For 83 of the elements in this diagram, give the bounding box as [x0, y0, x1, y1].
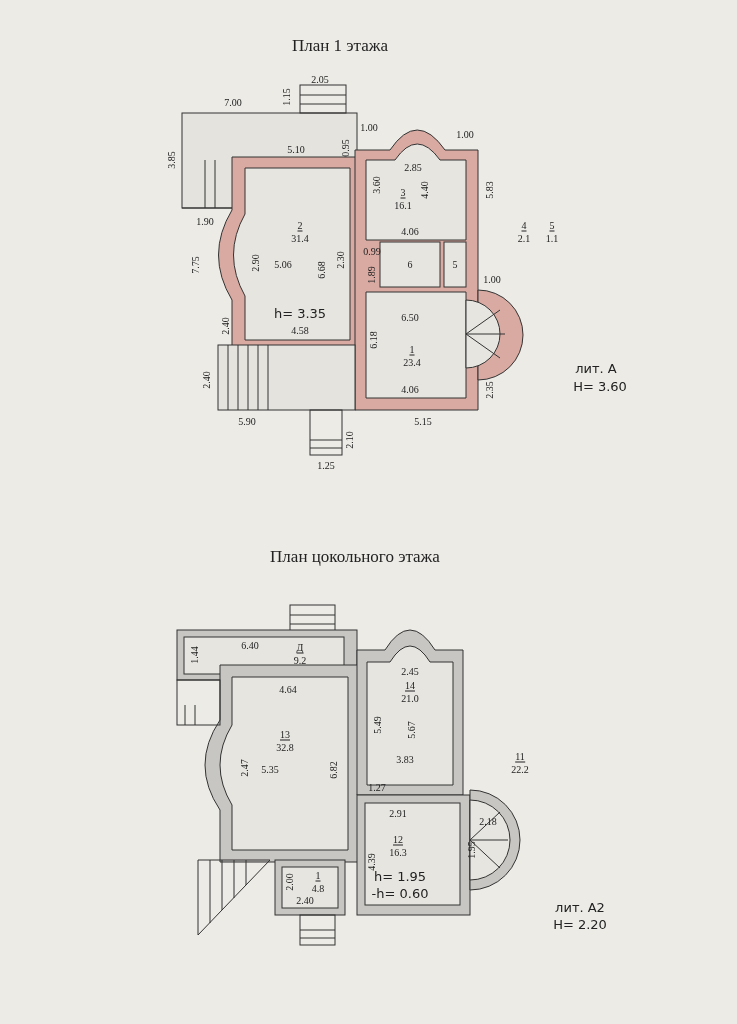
dimension-label: 5.49: [373, 716, 383, 734]
dimension-label: 5.83: [485, 181, 495, 199]
dimension-label: 2.18: [479, 817, 497, 827]
room-number: 1: [409, 344, 415, 356]
dimension-label: 1.95: [467, 841, 477, 859]
dimension-label: 2.90: [251, 254, 261, 272]
dimension-label: 2.47: [240, 759, 250, 777]
plan-title: План 1 этажа: [291, 36, 389, 54]
dimension-label: 1.89: [367, 266, 377, 284]
room-number: 11: [515, 751, 525, 763]
dimension-label: 5.35: [261, 765, 279, 775]
dimension-label: 0.99: [363, 247, 381, 257]
dimension-label: 6.82: [329, 761, 339, 779]
dimension-label: 2.30: [336, 251, 346, 269]
dimension-label: 4.06: [401, 385, 419, 395]
dimension-label: 3.83: [396, 755, 414, 765]
dimension-label: 6.40: [241, 641, 259, 651]
room-number: 14: [405, 680, 415, 692]
room-area: 4.8: [311, 884, 325, 894]
room-number: 12: [393, 834, 403, 846]
room-number: 5: [549, 220, 555, 232]
dimension-label: 5.67: [407, 721, 417, 739]
dimension-label: 2.40: [296, 896, 314, 906]
room-number: 2: [297, 220, 303, 232]
dimension-label: 5.90: [238, 417, 256, 427]
dimension-label: 1.25: [317, 461, 335, 471]
room-area: 16.3: [389, 848, 407, 858]
dimension-label: 2.10: [345, 431, 355, 449]
dimension-label: 4.64: [279, 685, 297, 695]
dimension-label: 6.50: [401, 313, 419, 323]
dimension-label: 2.35: [485, 381, 495, 399]
dimension-label: 2.45: [401, 667, 419, 677]
dimension-label: 1.44: [190, 646, 200, 664]
dimension-label: 1.00: [483, 275, 501, 285]
plan-title: План цокольного этажа: [270, 547, 440, 565]
dimension-label: 0.95: [341, 139, 351, 157]
dimension-label: 4.58: [291, 326, 309, 336]
dimension-label: 2.05: [311, 75, 329, 85]
dimension-label: 7.00: [224, 98, 242, 108]
dimension-label: 5.06: [274, 260, 292, 270]
dimension-label: 3.85: [167, 151, 177, 169]
room-number: 3: [400, 187, 406, 199]
dimension-label: 3.60: [372, 176, 382, 194]
room-area: 9.2: [293, 656, 307, 666]
dimension-label: 7.75: [191, 256, 201, 274]
room-area: 1.1: [545, 234, 559, 244]
height-note: h= 1.95: [373, 869, 427, 883]
dimension-label: 2.00: [285, 873, 295, 891]
dimension-label: 4.06: [401, 227, 419, 237]
room-number: 13: [280, 729, 290, 741]
building-note: лит. А2: [555, 900, 605, 914]
height-note: -h= 0.60: [371, 886, 429, 900]
room-area: 32.8: [276, 743, 294, 753]
dimension-label: 1.00: [456, 130, 474, 140]
dimension-label: 6.18: [369, 331, 379, 349]
dimension-label: 1.27: [368, 783, 386, 793]
building-note: H= 3.60: [573, 379, 627, 393]
room-number: 5: [452, 260, 458, 270]
room-area: 16.1: [394, 201, 412, 211]
dimension-label: 5.10: [287, 145, 305, 155]
building-note: лит. А: [575, 361, 617, 375]
room-area: 21.0: [401, 694, 419, 704]
room-area: 2.1: [517, 234, 531, 244]
dimension-label: 1.00: [360, 123, 378, 133]
dimension-label: 4.40: [420, 181, 430, 199]
room-number: 1: [315, 870, 321, 882]
room-area: 31.4: [291, 234, 309, 244]
dimension-label: 2.85: [404, 163, 422, 173]
dimension-label: 1.15: [282, 88, 292, 106]
dimension-label: 2.91: [389, 809, 407, 819]
dimension-label: 2.40: [202, 371, 212, 389]
room-number: Д: [296, 642, 304, 654]
dimension-label: 1.90: [196, 217, 214, 227]
room-area: 23.4: [403, 358, 421, 368]
height-note: h= 3.35: [273, 306, 327, 320]
building-note: H= 2.20: [553, 917, 607, 931]
room-number: 6: [407, 260, 413, 270]
dimension-label: 2.40: [221, 317, 231, 335]
room-number: 4: [521, 220, 527, 232]
dimension-label: 4.39: [367, 853, 377, 871]
dimension-label: 6.68: [317, 261, 327, 279]
dimension-label: 5.15: [414, 417, 432, 427]
room-area: 22.2: [511, 765, 529, 775]
